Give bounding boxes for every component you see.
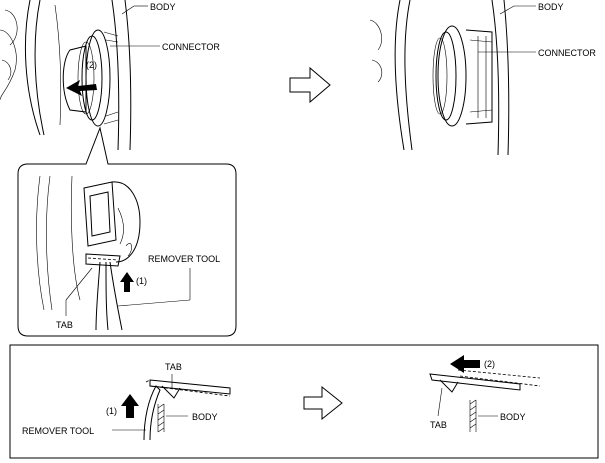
connector-label-top-left: CONNECTOR	[162, 42, 220, 52]
step2-label-bottom: (2)	[484, 359, 495, 369]
step2-label-top: (2)	[86, 60, 97, 70]
top-left-view: (2) BODY CONNECTOR	[0, 0, 220, 151]
step1-label-bottom: (1)	[106, 406, 117, 416]
body-label-bottom-right: BODY	[500, 412, 526, 422]
bottom-detail-frame	[9, 344, 599, 459]
next-step-arrow-top	[289, 66, 331, 104]
remover-tool-label-bottom: REMOVER TOOL	[22, 426, 94, 436]
body-label-bottom-left: BODY	[192, 412, 218, 422]
body-label-top-right: BODY	[538, 2, 564, 12]
detail-callout: (1) REMOVER TOOL TAB	[17, 126, 237, 337]
bottom-left-view: (1) TAB BODY REMOVER TOOL	[22, 362, 231, 441]
step1-label-callout: (1)	[136, 276, 147, 286]
body-label-top-left: BODY	[150, 2, 176, 12]
tab-label-bottom-left: TAB	[165, 362, 182, 372]
tab-label-bottom-right: TAB	[430, 420, 447, 430]
tab-label-callout: TAB	[56, 320, 73, 330]
top-right-view: BODY CONNECTOR	[369, 0, 596, 156]
connector-label-top-right: CONNECTOR	[538, 48, 596, 58]
next-step-arrow-bottom	[303, 385, 343, 421]
bottom-right-view: (2) TAB BODY	[429, 355, 541, 432]
remover-tool-label-callout: REMOVER TOOL	[148, 254, 220, 264]
